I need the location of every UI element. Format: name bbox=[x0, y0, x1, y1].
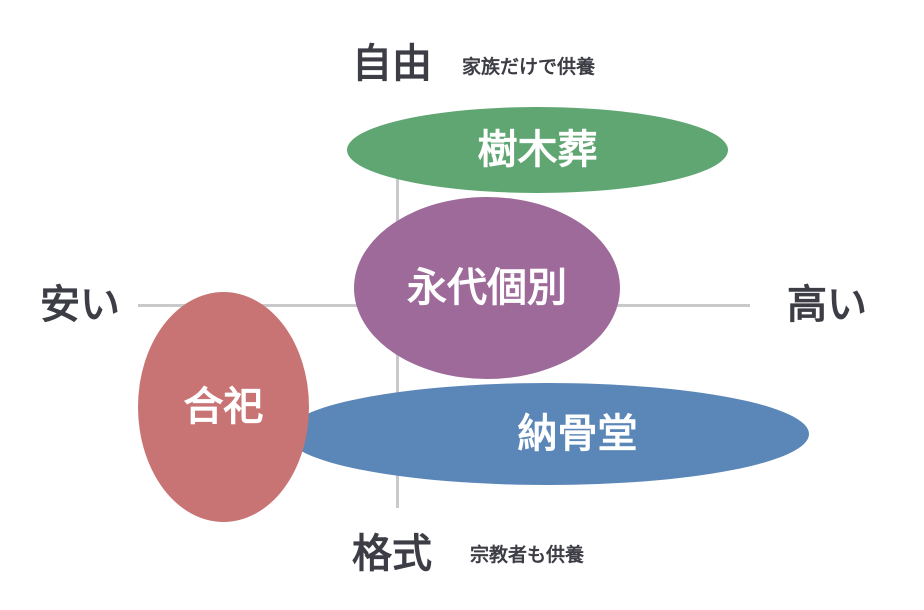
item-noukotsudou-label: 納骨堂 bbox=[517, 411, 638, 457]
item-goushi-label: 合祀 bbox=[183, 384, 264, 430]
axis-left-label: 安い bbox=[40, 282, 120, 328]
axis-right-label: 高い bbox=[787, 282, 867, 328]
axis-top-label: 自由 bbox=[352, 41, 432, 87]
item-jumokusou: 樹木葬 bbox=[347, 107, 728, 193]
axis-top-note: 家族だけで供養 bbox=[462, 56, 596, 78]
item-eitai-kobetsu-label: 永代個別 bbox=[407, 265, 567, 311]
item-goushi: 合祀 bbox=[138, 292, 309, 522]
item-eitai-kobetsu: 永代個別 bbox=[354, 197, 620, 379]
axis-bottom-label: 格式 bbox=[352, 531, 432, 577]
axis-bottom-note: 宗教者も供養 bbox=[470, 544, 585, 566]
item-noukotsudou: 納骨堂 bbox=[286, 383, 809, 485]
item-jumokusou-label: 樹木葬 bbox=[477, 127, 598, 173]
